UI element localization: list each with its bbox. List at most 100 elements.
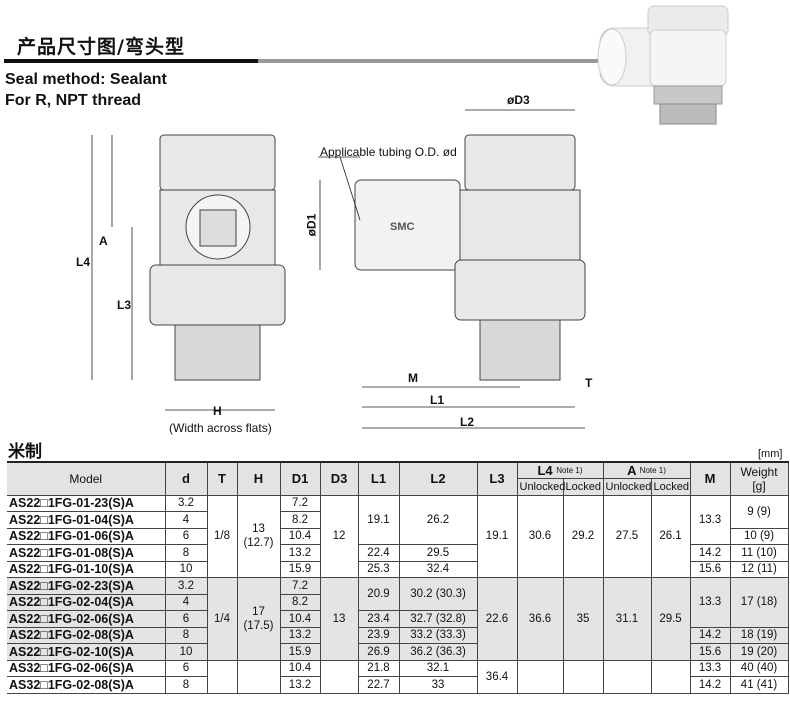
value-cell: 6	[164, 659, 208, 677]
label-L2: L2	[460, 415, 475, 429]
header-L4-locked: Locked	[562, 478, 604, 496]
value-cell	[206, 659, 238, 694]
value-cell: 32.4	[398, 560, 478, 578]
value-cell: 12	[319, 494, 359, 578]
value-cell: 10.4	[279, 527, 321, 545]
header-L4: L4 Note 1)	[516, 461, 604, 479]
value-cell: 13 (12.7)	[236, 494, 281, 578]
label-tubing-od: Applicable tubing O.D. ød	[320, 145, 457, 159]
value-cell: 36.4	[476, 659, 518, 694]
value-cell: 1/4	[206, 577, 238, 661]
product-photo	[597, 5, 729, 125]
header-d: d	[164, 461, 208, 496]
value-cell: 10.4	[279, 610, 321, 628]
value-cell: 12 (11)	[729, 560, 789, 578]
header-A-unlocked: Unlocked	[602, 478, 652, 496]
value-cell: 35	[562, 577, 604, 661]
value-cell: 17 (17.5)	[236, 577, 281, 661]
value-cell: 10.4	[279, 659, 321, 677]
value-cell: 29.5	[650, 577, 691, 661]
header-model: Model	[7, 461, 166, 496]
value-cell: 30.2 (30.3)	[398, 577, 478, 611]
header-L3: L3	[476, 461, 518, 496]
label-D3: øD3	[507, 93, 530, 107]
value-cell: 15.9	[279, 560, 321, 578]
value-cell	[516, 659, 564, 694]
value-cell: 6	[164, 610, 208, 628]
value-cell: 6	[164, 527, 208, 545]
value-cell: 31.1	[602, 577, 652, 661]
value-cell: 41 (41)	[729, 676, 789, 694]
value-cell: 25.3	[357, 560, 400, 578]
model-cell: AS32□1FG-02-08(S)A	[7, 676, 166, 694]
value-cell: 23.9	[357, 626, 400, 644]
model-cell: AS32□1FG-02-06(S)A	[7, 659, 166, 677]
value-cell: 14.2	[689, 626, 731, 644]
value-cell: 13.3	[689, 577, 731, 628]
value-cell: 8.2	[279, 593, 321, 611]
model-cell: AS22□1FG-01-04(S)A	[7, 511, 166, 529]
model-cell: AS22□1FG-01-23(S)A	[7, 494, 166, 512]
value-cell	[236, 659, 281, 694]
value-cell	[650, 659, 691, 694]
title-underline-gray	[258, 59, 598, 63]
note-ref: Note 1)	[556, 465, 583, 475]
value-cell: 19.1	[476, 494, 518, 578]
value-cell: 11 (10)	[729, 544, 789, 562]
value-cell: 27.5	[602, 494, 652, 578]
model-cell: AS22□1FG-01-06(S)A	[7, 527, 166, 545]
header-L2: L2	[398, 461, 478, 496]
value-cell: 30.6	[516, 494, 564, 578]
label-M: M	[408, 371, 418, 385]
label-H: H	[213, 404, 222, 418]
value-cell: 19 (20)	[729, 643, 789, 661]
model-cell: AS22□1FG-02-10(S)A	[7, 643, 166, 661]
unit-label: [mm]	[758, 448, 783, 460]
value-cell: 14.2	[689, 676, 731, 694]
table-title: 米制	[8, 442, 42, 462]
header-A-locked: Locked	[650, 478, 691, 496]
thread-text: For R, NPT thread	[5, 92, 142, 109]
value-cell: 19.1	[357, 494, 400, 545]
value-cell: 36.2 (36.3)	[398, 643, 478, 661]
value-cell: 13.3	[689, 659, 731, 677]
label-L3: L3	[117, 298, 132, 312]
header-A: A Note 1)	[602, 461, 691, 479]
model-cell: AS22□1FG-02-06(S)A	[7, 610, 166, 628]
value-cell: 22.4	[357, 544, 400, 562]
model-cell: AS22□1FG-01-10(S)A	[7, 560, 166, 578]
value-cell: 13.2	[279, 676, 321, 694]
value-cell: 7.2	[279, 494, 321, 512]
value-cell: 1/8	[206, 494, 238, 578]
value-cell: 18 (19)	[729, 626, 789, 644]
value-cell: 13.2	[279, 626, 321, 644]
value-cell: 21.8	[357, 659, 400, 677]
value-cell: 40 (40)	[729, 659, 789, 677]
header-M: M	[689, 461, 731, 496]
header-A-text: A	[627, 462, 637, 478]
label-width-across-flats: (Width across flats)	[169, 421, 272, 435]
value-cell: 10 (9)	[729, 527, 789, 545]
seal-method-text: Seal method: Sealant	[5, 71, 167, 88]
value-cell	[602, 659, 652, 694]
value-cell: 13.2	[279, 544, 321, 562]
model-cell: AS22□1FG-02-04(S)A	[7, 593, 166, 611]
value-cell: 32.7 (32.8)	[398, 610, 478, 628]
value-cell: 33.2 (33.3)	[398, 626, 478, 644]
value-cell: 22.7	[357, 676, 400, 694]
header-D1: D1	[279, 461, 321, 496]
dimension-drawing: SMC	[91, 109, 586, 429]
value-cell	[562, 659, 604, 694]
value-cell: 36.6	[516, 577, 564, 661]
value-cell: 9 (9)	[729, 494, 789, 529]
value-cell: 17 (18)	[729, 577, 789, 628]
value-cell: 29.2	[562, 494, 604, 578]
